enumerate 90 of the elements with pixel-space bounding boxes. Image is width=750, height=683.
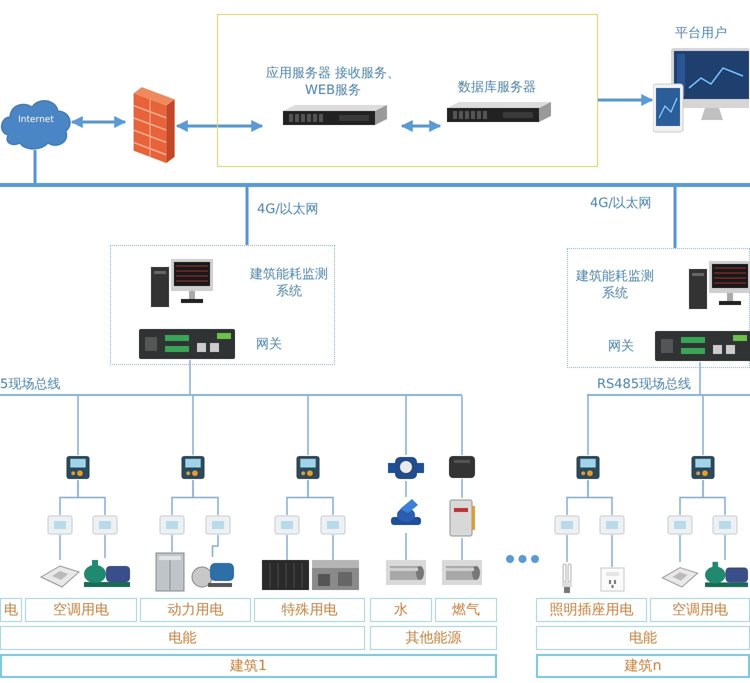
node-label: 建筑能耗监测系统 — [575, 268, 655, 302]
connector-line — [189, 360, 191, 394]
node-label: 平台用户 — [674, 25, 728, 42]
light-bulb-icon — [560, 562, 574, 594]
connector-line — [104, 535, 106, 558]
connector-line — [587, 396, 589, 455]
category-label: 空调用电 — [25, 598, 137, 622]
power-meter-icon — [690, 455, 716, 480]
arrow — [598, 94, 654, 106]
connector-line — [34, 150, 36, 183]
connector-line — [702, 396, 704, 455]
category-label: 动力用电 — [140, 598, 251, 622]
double-arrow — [176, 120, 264, 132]
din-rail-meter-icon — [159, 515, 185, 535]
connector-line — [679, 535, 681, 562]
connector-line — [192, 396, 194, 455]
connector-line — [461, 479, 463, 498]
node-label: Internet — [17, 115, 55, 125]
connector-line — [405, 481, 407, 497]
gas-meter-icon — [448, 455, 476, 479]
category-label: 燃气 — [435, 598, 497, 622]
din-rail-meter-icon — [554, 515, 580, 535]
connector-line — [286, 535, 288, 560]
machine-room-photo-placeholder — [312, 560, 359, 590]
category-label: 电 — [0, 598, 22, 622]
din-rail-meter-icon — [47, 515, 73, 535]
category-label: 电能 — [0, 626, 365, 650]
din-rail-meter-icon — [205, 515, 231, 535]
connector-line — [332, 535, 334, 560]
din-rail-meter-icon — [92, 515, 118, 535]
category-label: 电能 — [536, 626, 750, 650]
pipe-icon — [386, 560, 426, 585]
pump-icon — [82, 558, 132, 588]
connector-line — [587, 480, 613, 515]
din-rail-meter-icon — [667, 515, 693, 535]
din-rail-meter-icon — [274, 515, 300, 535]
node-label: 数据库服务器 — [457, 79, 537, 96]
category-label: 水 — [370, 598, 432, 622]
bus-label: 5现场总线 — [0, 376, 60, 393]
group-frame — [110, 245, 335, 365]
connector-line — [674, 187, 676, 248]
connector-line — [192, 480, 219, 515]
bus-line — [587, 394, 750, 396]
connector-line — [77, 396, 79, 455]
din-rail-meter-icon — [320, 515, 346, 535]
power-meter-icon — [180, 455, 206, 480]
connector-line — [461, 396, 463, 455]
connector-line — [611, 535, 613, 567]
water-meter-icon — [388, 455, 424, 481]
power-meter-icon — [295, 455, 321, 480]
bus-label: RS485现场总线 — [597, 376, 692, 393]
pump-icon — [703, 560, 750, 588]
node-label: 建筑能耗监测系统 — [249, 266, 329, 300]
category-label: 照明插座用电 — [536, 598, 647, 622]
node-label: 网关 — [255, 336, 283, 352]
category-label: 特殊用电 — [254, 598, 365, 622]
din-rail-meter-icon — [712, 515, 738, 535]
power-meter-icon — [575, 455, 601, 480]
power-meter-icon — [65, 455, 91, 480]
connector-line — [59, 535, 61, 560]
node-label: 网关 — [607, 338, 635, 354]
category-label: 其他能源 — [370, 626, 497, 650]
double-arrow — [70, 116, 126, 128]
group-frame — [567, 248, 750, 368]
din-rail-meter-icon — [599, 515, 625, 535]
node-label: 应用服务器 接收服务、WEB服务 — [264, 65, 402, 99]
connector-line — [724, 535, 726, 560]
connector-line — [405, 533, 407, 560]
connector-line — [212, 535, 219, 557]
pipe-icon — [442, 560, 482, 585]
connector-line — [461, 538, 463, 560]
connector-line — [307, 480, 334, 515]
category-label: 建筑n — [536, 654, 750, 678]
elevator-icon — [155, 552, 185, 592]
bus-line — [0, 394, 462, 396]
connector-line — [405, 396, 407, 455]
category-label: 建筑1 — [0, 654, 497, 678]
connector-line — [246, 187, 248, 245]
connector-line — [702, 480, 726, 515]
double-arrow — [400, 120, 442, 132]
connector-line — [77, 480, 106, 515]
power-socket-icon — [600, 567, 625, 592]
connector-line — [566, 535, 568, 562]
server-rack-photo-placeholder — [262, 560, 309, 590]
connector-line — [307, 396, 309, 455]
connector-line — [171, 535, 173, 552]
gas-meter-icon — [448, 498, 476, 538]
connector-line — [699, 362, 701, 394]
category-label: 空调用电 — [650, 598, 750, 622]
group-frame — [217, 14, 598, 167]
